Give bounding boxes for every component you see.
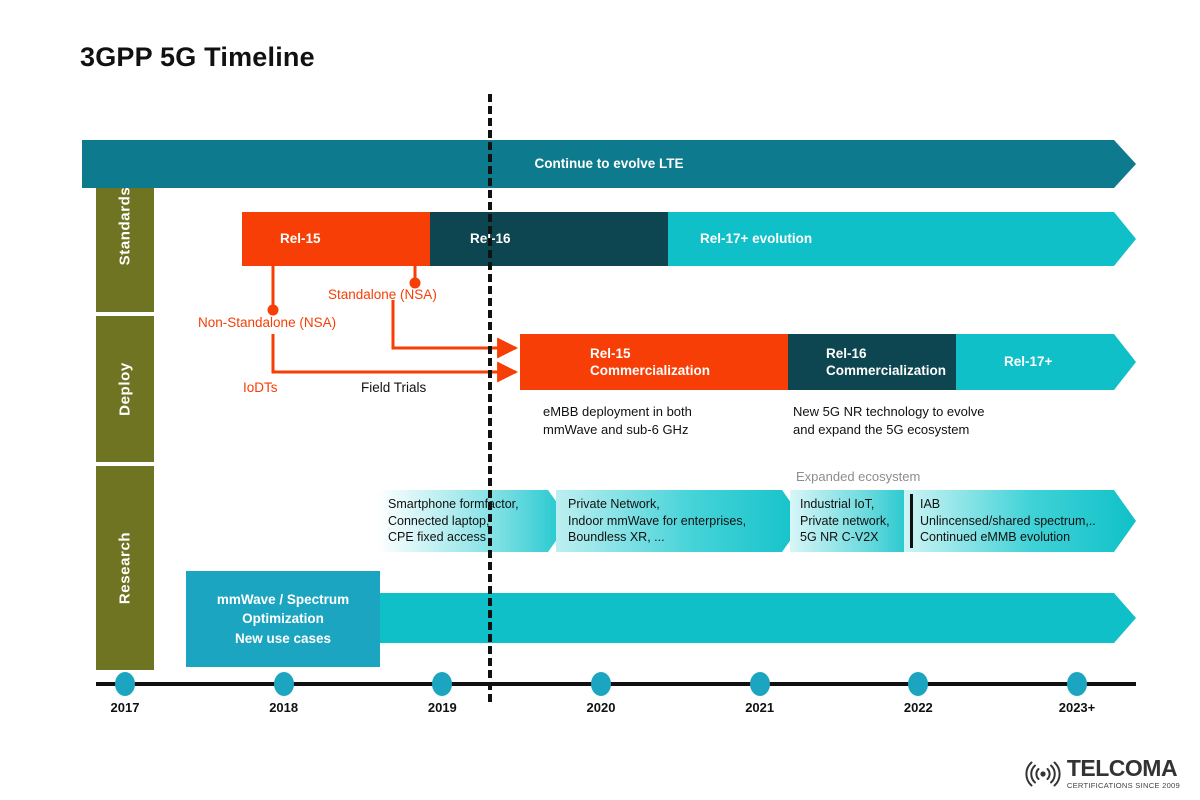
bar-deploy-rel15: Rel-15 Commercialization [520, 334, 810, 390]
research-segment-2: Private Network, Indoor mmWave for enter… [556, 490, 804, 552]
band-deploy: Deploy [96, 316, 154, 462]
bar-deploy-rel17-label: Rel-17+ [1004, 354, 1053, 370]
research-segment-2-line3: Boundless XR, ... [568, 530, 665, 545]
research-segment-1: Smartphone formfactor, Connected laptop,… [378, 490, 570, 552]
mmwave-box-label: mmWave / Spectrum Optimization New use c… [217, 590, 349, 649]
bar-continue-evolve-lte: Continue to evolve LTE [82, 140, 1136, 188]
signal-waves-icon [1025, 761, 1061, 787]
timeline-tick-2021 [749, 672, 770, 696]
bar-standards-rel16: Rel-16 [430, 212, 698, 266]
research-segment-1-line2: Connected laptop, [388, 513, 490, 528]
research-segment-4-line1: IAB [920, 497, 941, 512]
band-deploy-label: Deploy [116, 362, 134, 416]
deploy-note-embb-line1: eMBB deployment in both [543, 404, 692, 419]
bar-deploy-rel16: Rel-16 Commercialization [788, 334, 978, 390]
bar-deploy-rel15-line2: Commercialization [590, 363, 711, 378]
deploy-note-5gnr-line1: New 5G NR technology to evolve [793, 404, 985, 419]
timeline-tick-2018 [273, 672, 294, 696]
timeline-year-label-2023plus: 2023+ [1058, 700, 1096, 715]
bar-deploy-rel17: Rel-17+ [956, 334, 1136, 390]
bar-deploy-rel16-line2: Commercialization [826, 363, 947, 378]
research-segment-3-line1: Industrial IoT, [800, 497, 875, 512]
research-segment-1-text: Smartphone formfactor, Connected laptop,… [388, 496, 519, 546]
research-segment-4-line3: Continued eMMB evolution [920, 530, 1071, 545]
timeline-tick-2023plus [1067, 672, 1087, 696]
research-segment-1-line1: Smartphone formfactor, [388, 497, 519, 512]
bar-mmwave-spectrum [330, 593, 1136, 643]
bar-standards-rel17: Rel-17+ evolution [668, 212, 1136, 266]
research-segment-2-line1: Private Network, [568, 497, 660, 512]
bar-standards-rel15: Rel-15 [242, 212, 452, 266]
timeline-year-label-2017: 2017 [110, 700, 140, 715]
annotation-non-standalone: Non-Standalone (NSA) [198, 315, 337, 330]
band-standards-label: Standards [116, 186, 134, 266]
timeline-tick-2022 [908, 672, 929, 696]
annotation-iodts: IoDTs [243, 380, 278, 395]
expanded-ecosystem-label: Expanded ecosystem [796, 469, 921, 484]
telcoma-logo: TELCOMA CERTIFICATIONS SINCE 2009 [1023, 757, 1180, 790]
research-segment-3-line3: 5G NR C-V2X [800, 530, 879, 545]
timeline-tick-2019 [432, 672, 453, 696]
timeline-year-label-2019: 2019 [427, 700, 457, 715]
timeline-year-label-2020: 2020 [586, 700, 616, 715]
research-segment-3-line2: Private network, [800, 513, 890, 528]
band-research: Research [96, 466, 154, 670]
bar-deploy-rel16-line1: Rel-16 [826, 345, 867, 361]
research-segment-1-line3: CPE fixed access [388, 530, 486, 545]
timeline-tick-2017 [115, 672, 135, 696]
bar-standards-rel15-label: Rel-15 [280, 231, 321, 247]
research-segment-4: IAB Unlincensed/shared spectrum,.. Conti… [904, 490, 1136, 552]
research-segment-3-text: Industrial IoT, Private network, 5G NR C… [800, 496, 890, 546]
timeline-year-label-2018: 2018 [269, 700, 299, 715]
timeline-axis [96, 682, 1136, 686]
deploy-note-5gnr-line2: and expand the 5G ecosystem [793, 421, 970, 437]
band-research-label: Research [116, 531, 134, 605]
timeline-year-label-2022: 2022 [903, 700, 933, 715]
dashed-divider-line [488, 94, 492, 702]
mmwave-box-line2: Optimization [242, 611, 324, 627]
timeline-year-label-2021: 2021 [745, 700, 775, 715]
mmwave-box: mmWave / Spectrum Optimization New use c… [186, 571, 380, 667]
bar-deploy-rel15-line1: Rel-15 [590, 345, 631, 361]
deploy-note-embb: eMBB deployment in both mmWave and sub-6… [543, 403, 692, 438]
research-segment-divider [910, 494, 913, 548]
deploy-note-embb-line2: mmWave and sub-6 GHz [543, 421, 689, 437]
mmwave-box-line3: New use cases [234, 630, 332, 646]
research-segment-2-text: Private Network, Indoor mmWave for enter… [568, 496, 746, 546]
mmwave-box-line1: mmWave / Spectrum [216, 591, 350, 607]
annotation-field-trials: Field Trials [361, 380, 427, 395]
logo-tagline: CERTIFICATIONS SINCE 2009 [1066, 781, 1180, 791]
deploy-note-5gnr: New 5G NR technology to evolve and expan… [793, 403, 984, 438]
bar-deploy-rel15-label: Rel-15 Commercialization [590, 345, 710, 380]
timeline-tick-2020 [591, 672, 611, 696]
bar-standards-rel17-label: Rel-17+ evolution [700, 231, 813, 247]
research-segment-4-text: IAB Unlincensed/shared spectrum,.. Conti… [920, 496, 1096, 546]
page-title: 3GPP 5G Timeline [80, 42, 315, 72]
bar-continue-evolve-lte-label: Continue to evolve LTE [534, 156, 684, 172]
research-segment-3: Industrial IoT, Private network, 5G NR C… [790, 490, 918, 552]
research-segment-2-line2: Indoor mmWave for enterprises, [568, 513, 747, 528]
logo-brand: TELCOMA [1066, 755, 1178, 782]
bar-deploy-rel16-label: Rel-16 Commercialization [826, 345, 946, 380]
research-segment-4-line2: Unlincensed/shared spectrum,.. [920, 513, 1096, 528]
annotation-standalone: Standalone (NSA) [328, 287, 437, 302]
